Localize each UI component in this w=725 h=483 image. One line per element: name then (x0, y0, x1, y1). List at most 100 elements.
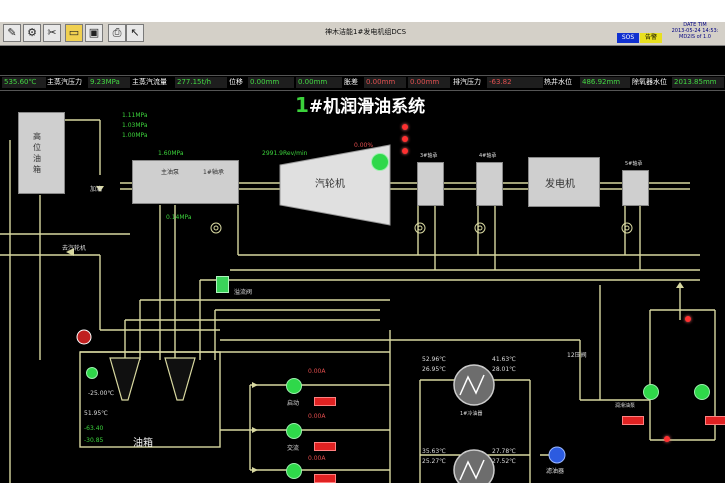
high-oil-tank[interactable]: 高位油箱 (18, 112, 65, 194)
alarm-light (664, 436, 670, 442)
ac-pump-label: 交流 (287, 445, 300, 452)
start-pump-label: 启动 (287, 400, 300, 407)
clock-line: DATE TIM (683, 22, 707, 28)
overflow-label: 溢流阀 (234, 289, 253, 296)
bearing4-label: 4#轴承 (479, 153, 497, 159)
main-flow-label: 主蒸汽流量 (132, 78, 167, 86)
cooler1-label: 1#冷油器 (460, 411, 483, 417)
alarm-light (685, 316, 691, 322)
pipe-icon[interactable]: ⚙ (23, 24, 41, 42)
bearing4[interactable]: 4#轴承 (476, 153, 503, 206)
bearing5[interactable]: 5#轴承 (622, 161, 649, 206)
dc-pump-status[interactable] (314, 474, 336, 483)
pressure-reading-2: 1.03MPa (122, 122, 148, 129)
page-title-number: 1 (295, 93, 309, 117)
tank-temp-1: -25.00℃ (88, 390, 115, 397)
bearing3-label: 3#轴承 (420, 153, 438, 159)
pressure-reading-5: 0.14MPa (166, 214, 192, 221)
dc-oil-pump[interactable] (286, 463, 302, 479)
sos-indicator[interactable]: SOS (617, 33, 639, 43)
main-pressure-value: 9.23MPa (88, 77, 130, 88)
start-oil-pump[interactable] (286, 378, 302, 394)
oil-tank-label: 油箱 (133, 438, 153, 449)
to-turbine-label: 去汽轮机 (62, 245, 87, 252)
lube-pump-b-status[interactable] (705, 416, 725, 425)
cooler1-in-temp: 52.96℃ (422, 356, 446, 363)
status-bar: 535.60℃ 主蒸汽压力 9.23MPa 主蒸汽流量 277.15t/h 位移… (0, 75, 725, 91)
turbine-percent: 0.00% (354, 142, 374, 149)
oil-filter-label: 滤油器 (546, 468, 565, 475)
deaerator-value: 2013.85mm (672, 77, 724, 88)
well-label: 热井水位 (544, 78, 572, 86)
deaerator-label: 除氧器水位 (632, 78, 667, 86)
turbine-speed: 2991.9Rev/min (262, 150, 308, 157)
tank-temp-2: 51.95℃ (84, 410, 108, 417)
ac-pump-current: 0.00A (308, 413, 326, 420)
ac-oil-pump[interactable] (286, 423, 302, 439)
monitor-icon[interactable]: ▣ (85, 24, 103, 42)
tool-icon[interactable]: ✂ (43, 24, 61, 42)
main-pressure-label: 主蒸汽压力 (47, 78, 82, 86)
lube-pump-a[interactable] (643, 384, 659, 400)
alarm-indicator[interactable]: 告警 (640, 33, 662, 43)
page-title: 1#机润滑油系统 (295, 92, 425, 117)
cooler2-out-temp: 27.78℃ (492, 448, 516, 455)
alarm-light (402, 124, 408, 130)
folder-icon[interactable]: ▭ (65, 24, 83, 42)
clock-panel: DATE TIM 2013-05-24 14:53: MD2IS of 1.0 (667, 22, 723, 43)
lube-pump-a-status[interactable] (622, 416, 644, 425)
pressure-reading-4: 1.60MPa (158, 150, 184, 157)
wrench-icon[interactable]: ✎ (3, 24, 21, 42)
cooler2-in-temp: 35.63℃ (422, 448, 446, 455)
well-value: 486.92mm (580, 77, 630, 88)
bearing3[interactable]: 3#轴承 (417, 153, 444, 206)
bearing5-label: 5#轴承 (625, 161, 643, 167)
overflow-valve[interactable] (216, 276, 229, 293)
cursor-icon[interactable]: ↖ (126, 24, 144, 42)
pressure-reading-3: 1.00MPa (122, 132, 148, 139)
cooler2-in-temp-2: 25.27℃ (422, 458, 446, 465)
expansion-value-2: 0.00mm (408, 77, 450, 88)
print-icon[interactable]: ⎙ (108, 24, 126, 42)
dc-pump-current: 0.00A (308, 455, 326, 462)
expansion-value: 0.00mm (364, 77, 406, 88)
toolbar: ✎ ⚙ ✂ ▭ ▣ ⎙ ↖ 神木洁能1#发电机组DCS SOS 告警 DATE … (0, 22, 725, 46)
page-title-text: #机润滑油系统 (308, 97, 426, 117)
clock-line: MD2IS of 1.0 (679, 34, 711, 40)
exhaust-value: -63.82 (487, 77, 543, 88)
shift-value-2: 0.00mm (296, 77, 342, 88)
heat-label: 加油 (90, 186, 103, 193)
shift-value: 0.00mm (248, 77, 294, 88)
main-oil-pump-block[interactable]: 主油泵 1#轴承 (132, 160, 239, 204)
alarm-light (402, 148, 408, 154)
bearing1-label: 1#轴承 (203, 169, 224, 176)
expansion-label: 胀差 (344, 78, 358, 86)
start-pump-status[interactable] (314, 397, 336, 406)
lube-pump-b[interactable] (694, 384, 710, 400)
alarm-light (402, 136, 408, 142)
ac-pump-status[interactable] (314, 442, 336, 451)
turbine-valve-indicator[interactable] (371, 153, 389, 171)
screen-top-strip (0, 0, 725, 22)
lube-pump-label: 润滑油泵 (615, 403, 636, 409)
tank-level-2: -30.85 (84, 437, 104, 444)
turbine-label: 汽轮机 (315, 179, 345, 190)
tank-level-1: -63.40 (84, 425, 104, 432)
steam-temp-value: 535.60℃ (2, 77, 46, 88)
shift-label: 位移 (229, 78, 243, 86)
generator-label: 发电机 (545, 179, 575, 190)
window-title: 神木洁能1#发电机组DCS (325, 28, 407, 36)
start-pump-current: 0.00A (308, 368, 326, 375)
cooler1-in-temp-2: 26.95℃ (422, 366, 446, 373)
tank-heater-indicator[interactable] (86, 367, 98, 379)
exhaust-label: 排汽压力 (453, 78, 481, 86)
clock-line: 2013-05-24 14:53: (671, 28, 719, 34)
main-flow-value: 277.15t/h (175, 77, 227, 88)
cooler2-out-temp-2: 27.52℃ (492, 458, 516, 465)
cooler1-out-temp: 41.63℃ (492, 356, 516, 363)
valve-12-label: 12压阀 (567, 352, 587, 359)
cooler1-out-temp-2: 28.01℃ (492, 366, 516, 373)
pressure-reading-1: 1.11MPa (122, 112, 148, 119)
generator[interactable]: 发电机 (528, 157, 600, 207)
